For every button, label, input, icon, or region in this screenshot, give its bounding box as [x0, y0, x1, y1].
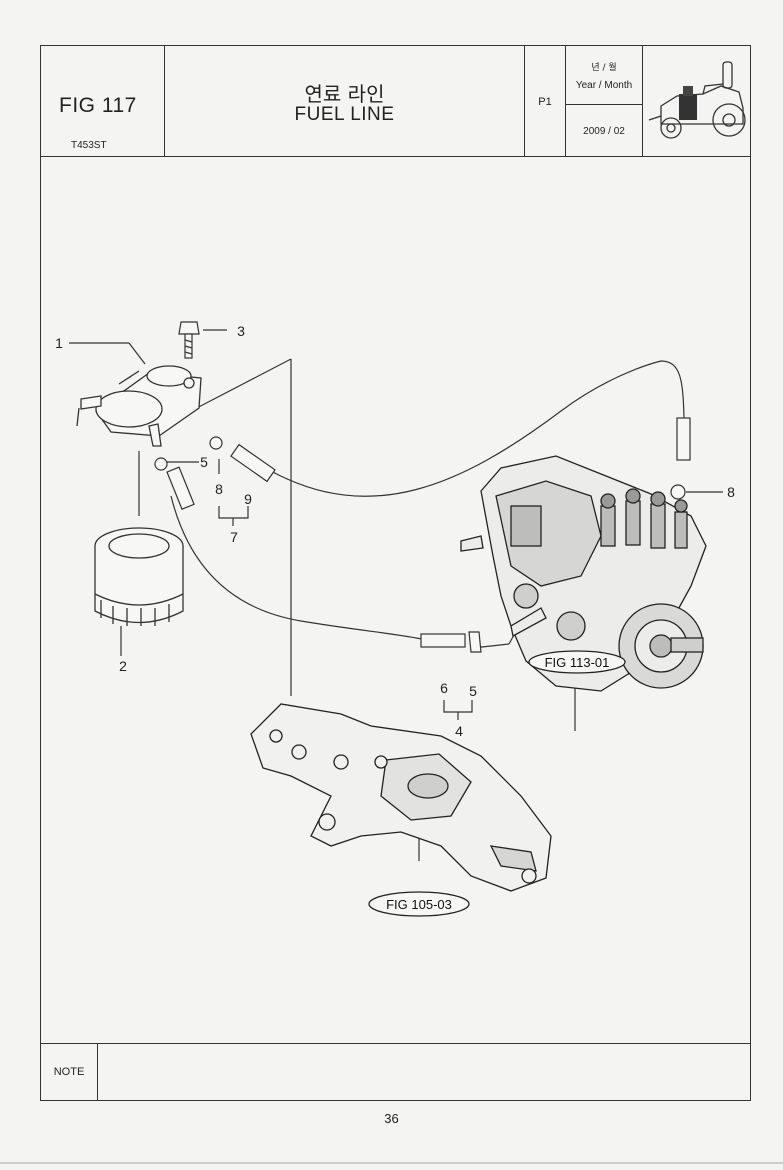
year-month-english: Year / Month	[575, 80, 633, 91]
part-label-2: 2	[119, 658, 127, 674]
issue-date: 2009 / 02	[583, 126, 625, 137]
title-english: FUEL LINE	[294, 104, 395, 125]
fuel-hose-lower	[170, 495, 427, 641]
fuel-hose-long	[268, 360, 685, 497]
part-label-9: 9	[244, 491, 252, 507]
ref-fig-113-01[interactable]: FIG 113-01	[528, 650, 626, 674]
clamp-part-5	[468, 631, 482, 653]
part-label-8-top: 8	[215, 481, 223, 497]
part-label-3: 3	[237, 323, 245, 339]
part-label-1: 1	[55, 335, 63, 351]
clamp-part-5-top	[154, 457, 168, 471]
bolt	[178, 321, 200, 359]
title-block: FIG 117 T453ST 연료 라인 FUEL LINE P1 년 / 월 …	[41, 46, 750, 157]
hose-right	[676, 417, 691, 461]
filter-element	[94, 527, 184, 626]
figure-cell: FIG 117 T453ST	[41, 46, 165, 156]
title-korean: 연료 라인	[304, 82, 385, 106]
clamp-part-8-right	[670, 484, 686, 500]
date-cell: 년 / 월 Year / Month 2009 / 02	[566, 46, 643, 156]
scan-edge-line	[0, 1162, 783, 1164]
fuel-filter-head	[76, 365, 202, 447]
clamp-part-8	[209, 436, 223, 450]
part-label-4: 4	[455, 723, 463, 739]
hose-part-6-top	[166, 466, 195, 510]
note-row: NOTE	[41, 1043, 750, 1100]
intake-manifold	[250, 703, 552, 892]
ref-fig-105-03[interactable]: FIG 105-03	[368, 891, 470, 917]
page-frame: FIG 117 T453ST 연료 라인 FUEL LINE P1 년 / 월 …	[40, 45, 751, 1101]
ref-label-fig-113-01: FIG 113-01	[545, 655, 610, 670]
parts-diagram: 1 3 5 8 9 7 2 8 6 5 4 FIG 113-01 FIG 105…	[55, 321, 735, 917]
part-label-8-right: 8	[727, 484, 735, 500]
page-code-cell: P1	[525, 46, 566, 156]
injection-pump	[460, 455, 707, 692]
figure-number: FIG 117	[59, 94, 137, 117]
part-label-5: 5	[469, 683, 477, 699]
title-cell: 연료 라인 FUEL LINE	[165, 46, 525, 156]
part-label-5-top: 5	[200, 454, 208, 470]
page-code: P1	[538, 96, 552, 108]
page-number: 36	[384, 1111, 399, 1126]
hose-part-6	[420, 633, 466, 648]
date-label-area: 년 / 월 Year / Month	[566, 46, 642, 105]
thumbnail-cell	[643, 46, 750, 156]
part-label-6: 6	[440, 680, 448, 696]
hose-part-9	[230, 443, 276, 483]
tractor-icon	[648, 61, 746, 139]
part-label-7: 7	[230, 529, 238, 545]
note-label: NOTE	[41, 1044, 98, 1100]
year-month-korean: 년 / 월	[591, 63, 617, 73]
model-code: T453ST	[71, 140, 107, 151]
ref-label-fig-105-03: FIG 105-03	[386, 897, 452, 912]
